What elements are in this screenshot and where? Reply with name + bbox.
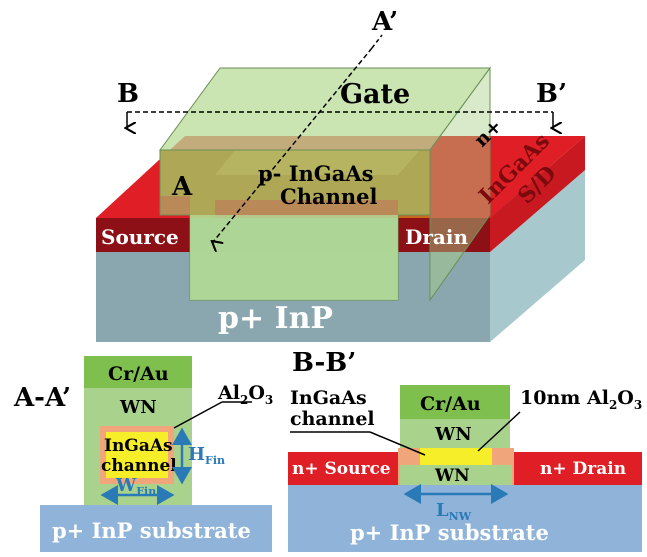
bb-wn-upper-label: WN	[434, 424, 472, 445]
cross-section-bb: B-B’ p+ InP substrate n+ Source n+ Drain…	[288, 348, 642, 552]
bb-wn-lower-block	[400, 465, 512, 485]
aa-w-fin-label: WFin	[115, 475, 156, 498]
source-block-front	[96, 218, 190, 252]
bb-l-nw-label: LNW	[436, 500, 472, 523]
label-a-prime: A’	[371, 7, 398, 37]
channel-label-line2: Channel	[280, 184, 377, 209]
cross-section-aa: A-A’ p+ InP substrate Cr/Au WN InGaAs ch…	[13, 356, 273, 552]
bb-channel-label-line2: channel	[290, 408, 375, 430]
gate-label: Gate	[340, 79, 410, 110]
sd-layer-right-side	[490, 136, 585, 252]
bb-cr-au-block	[400, 385, 510, 419]
aa-al2o3-leader	[173, 401, 223, 429]
aa-title: A-A’	[13, 383, 71, 413]
bb-substrate-label: p+ InP substrate	[350, 520, 549, 545]
aa-cr-au-block	[84, 356, 192, 388]
drain-block-front	[398, 218, 490, 252]
device-3d-view: A’ A B B’ Gate p- InGaAs Channel n+ InGa…	[96, 7, 585, 342]
aa-wn-label: WN	[119, 397, 157, 418]
bb-al2o3-label: 10nm Al2O3	[520, 387, 642, 412]
aa-channel-label-line2: channel	[101, 456, 177, 476]
source-label: Source	[101, 225, 179, 249]
bb-wn-lower-label: WN	[434, 466, 470, 486]
bb-cr-au-label: Cr/Au	[420, 393, 481, 415]
aa-cr-au-label: Cr/Au	[108, 363, 169, 385]
aa-channel-label-line1: InGaAs	[104, 436, 173, 456]
gate-fin-cover	[190, 215, 398, 300]
aa-al2o3-label: Al2O3	[217, 382, 273, 407]
bb-channel-label-line1: InGaAs	[290, 387, 367, 409]
substrate-label: p+ InP	[218, 301, 333, 336]
label-b: B	[117, 79, 139, 109]
aa-channel-core	[106, 432, 168, 478]
substrate-right-side	[490, 170, 585, 342]
bb-drain-label: n+ Drain	[540, 459, 626, 479]
channel-label-line1: p- InGaAs	[258, 161, 373, 186]
bb-source-label: n+ Source	[292, 459, 391, 479]
section-line-aa-arrow-top	[371, 34, 383, 49]
aa-substrate	[40, 505, 272, 552]
bb-channel-bar	[420, 448, 492, 465]
bb-channel-leader-diagonal	[369, 431, 426, 456]
bb-al2o3-leader	[477, 411, 521, 452]
aa-h-fin-label: HFin	[188, 444, 225, 467]
label-a: A	[171, 172, 193, 202]
gate-right-face	[429, 66, 491, 302]
bb-title: B-B’	[292, 348, 356, 378]
label-b-prime: B’	[536, 79, 567, 109]
section-line-aa	[213, 47, 373, 242]
drain-label: Drain	[405, 225, 468, 249]
aa-substrate-label: p+ InP substrate	[52, 518, 251, 543]
